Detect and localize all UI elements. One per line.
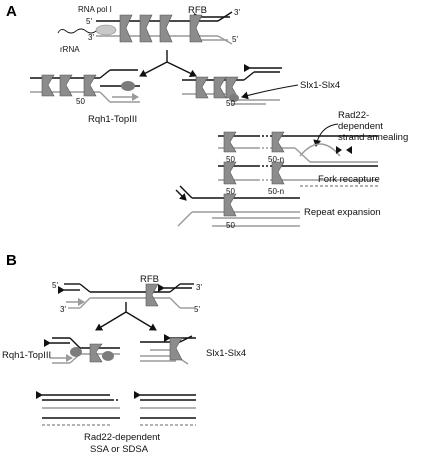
repeat-count-50-n: 50-n [268,187,284,196]
repeat-block [139,14,153,43]
panel-a-top-construct: RNA pol I RFB 5' 3' rRNA 3' 5' [57,5,240,54]
panel-a-letter: A [6,3,17,20]
five-prime-top: 5' [86,17,92,26]
fork-recapture-label: Fork recapture [318,174,380,185]
panel-b-letter: B [6,252,17,269]
repeat-count-50: 50 [226,221,235,230]
rfb-label-a: RFB [188,5,207,16]
rrna-squiggle [57,28,97,34]
three-prime-right-a: 3' [234,8,240,17]
bottom-label-line2: SSA or SDSA [90,444,149,455]
panel-a-branch [139,50,197,77]
rqh1-label-a: Rqh1-TopIII [88,114,137,125]
panel-a-left-product: 50 Rqh1-TopIII [30,69,140,125]
rad22-line1: Rad22- [338,110,369,121]
three-prime-right-b: 3' [196,283,202,292]
rna-polymerase-shape [95,24,117,36]
repeat-block [119,14,133,43]
rfb-label-b: RFB [140,274,159,285]
repeat-block [189,14,203,43]
rna-pol-label: RNA pol I [78,5,112,14]
five-prime-right-a: 5' [232,35,238,44]
repeat-count-50: 50 [226,155,235,164]
panel-a-fork-recapture: 50 50-n Fork recapture [218,161,380,196]
three-prime-left-b: 3' [60,305,66,314]
bottom-label-line1: Rad22-dependent [84,432,160,443]
five-prime-right-b: 5' [194,305,200,314]
repeat-expansion-label: Repeat expansion [304,207,381,218]
rad22-line3: strand annealing [338,132,408,143]
slx-label-b: Slx1-Slx4 [206,348,246,359]
panel-b-left-product: Rqh1-TopIII [2,337,120,364]
panel-b-branch [95,302,157,331]
rqh1-label-b: Rqh1-TopIII [2,350,51,361]
panel-b-right-product: Slx1-Slx4 [140,334,246,365]
repeat-count-50-n: 50-n [268,155,284,164]
panel-a-right-product: 50 Slx1-Slx4 [182,64,340,108]
panel-a-repeat-expansion: 50 Repeat expansion [175,185,381,230]
five-prime-left-b: 5' [52,281,58,290]
slx-label-a: Slx1-Slx4 [300,80,340,91]
rad22-line2: dependent [338,121,383,132]
panel-b-resolved: Rad22-dependent SSA or SDSA [36,391,196,455]
repeat-count-50: 50 [226,99,235,108]
rrna-label: rRNA [60,45,80,54]
three-prime-mid: 3' [88,33,94,42]
repeat-block [159,14,173,43]
repeat-count-50: 50 [76,97,85,106]
panel-a-annealing: Rad22- dependent strand annealing 50 50-… [218,110,408,164]
repeat-count-50: 50 [226,187,235,196]
panel-b-top-construct: RFB 5' 3' 3' 5' [52,274,202,314]
